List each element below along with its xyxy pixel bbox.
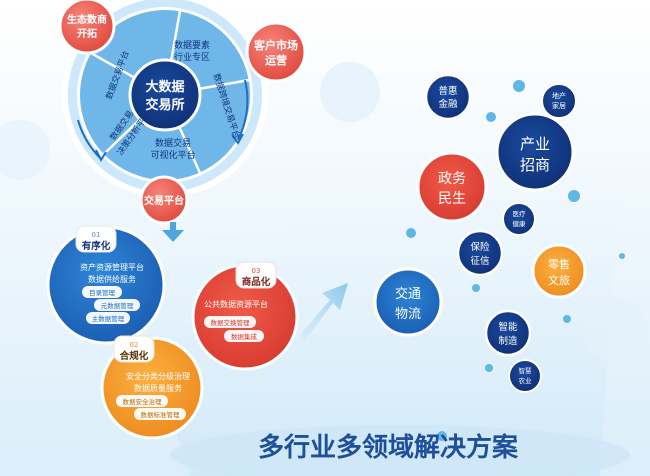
industry-label: 地产 — [552, 91, 566, 100]
panel-compliant: 02 合规化 安全分类分级治理 数据质量服务 数据安全治理 数据标准管理 — [100, 335, 204, 440]
deco-dot — [563, 315, 571, 323]
tag: 主数据管理 — [92, 314, 125, 323]
footer-glow — [170, 425, 630, 476]
deco-dot — [437, 431, 447, 441]
wheel-center-line1: 大数据 — [145, 79, 184, 95]
industry-bubble — [484, 309, 532, 357]
industry-label: 产业 — [520, 135, 550, 153]
industry-label: 制造 — [498, 335, 518, 347]
panel-commodity: 03 商品化 公共数据资源平台 数据交换管理 数据集成 — [191, 261, 299, 371]
deco-dot — [486, 112, 496, 122]
badge-market-line1: 客户市场 — [253, 38, 298, 52]
industry-label: 征信 — [470, 255, 489, 267]
segment-label: 行业专区 — [174, 51, 210, 63]
deco-dot — [619, 253, 625, 259]
panel-compliant-line2: 数据质量服务 — [134, 383, 182, 393]
badge-platform-label: 交易平台 — [144, 194, 184, 207]
industry-label: 招商 — [520, 156, 550, 174]
deco-dot — [472, 284, 480, 292]
tag: 数据安全治理 — [123, 397, 163, 406]
arrow-head-icon — [231, 133, 244, 145]
industry-bubble — [424, 73, 472, 121]
panel-commodity-line1: 公共数据资源平台 — [204, 299, 268, 309]
industry-bubble — [502, 202, 536, 236]
panel-commodity-title: 商品化 — [242, 276, 271, 288]
industry-label: 交通 — [395, 286, 421, 302]
segment-label: 数据交易 — [155, 137, 191, 149]
panel-ordered: 01 有序化 资产资源管理平台 数据供给服务 目录管理 元数据管理 主数据管理 — [46, 225, 166, 345]
badge-eco-line2: 开拓 — [77, 27, 97, 40]
segment-label: 可视化平台 — [150, 149, 195, 161]
panel-compliant-line1: 安全分类分级治理 — [126, 371, 190, 381]
industry-bubble — [541, 83, 577, 119]
badge-eco-line1: 生态数商 — [67, 13, 107, 26]
industry-bubble — [531, 243, 587, 299]
industry-label: 文旅 — [548, 273, 570, 287]
panel-ordered-line2: 数据供给服务 — [88, 274, 136, 284]
industry-label: 家居 — [552, 101, 566, 110]
panel-compliant-title: 合规化 — [120, 350, 149, 362]
industry-label: 医疗 — [513, 209, 527, 218]
tag: 数据交换管理 — [211, 318, 251, 327]
tag: 元数据管理 — [101, 301, 134, 310]
industry-label: 农业 — [519, 376, 533, 385]
tag: 数据集成 — [231, 332, 258, 341]
industry-bubble — [456, 229, 504, 277]
industry-bubble — [495, 112, 575, 192]
badge-eco: 生态数商 开拓 — [58, 0, 116, 55]
industry-label: 政务 — [438, 171, 466, 187]
industry-label: 普惠 — [438, 85, 457, 97]
industry-label: 零售 — [548, 257, 570, 271]
bg-bubble — [583, 298, 647, 362]
tag: 目录管理 — [89, 288, 116, 297]
industry-label: 智慧 — [519, 366, 533, 375]
data-exchange-wheel: 大数据 交易所 数据要素 行业专区 数据跨境交易平台 数据交易 可视化平台 数据… — [62, 0, 268, 198]
panel-commodity-num: 03 — [252, 267, 261, 275]
industry-bubbles: 普惠 金融 地产 家居 产业 招商 政务 民生 医疗 健康 保险 征信 零售 文… — [373, 73, 625, 441]
wheel-center — [128, 58, 202, 132]
deco-dot — [485, 364, 493, 372]
rotation-arrow-icon — [237, 79, 249, 141]
arrow-head-icon — [95, 149, 107, 163]
panel-ordered-title: 有序化 — [82, 240, 111, 252]
industry-label: 民生 — [438, 191, 466, 207]
deco-dot — [406, 228, 416, 238]
industry-label: 保险 — [470, 241, 490, 253]
wheel-center-line2: 交易所 — [145, 97, 184, 113]
growth-arrow-icon — [300, 283, 348, 340]
footer-title: 多行业多领域解决方案 — [258, 432, 519, 463]
bg-bubble — [0, 120, 50, 180]
badge-platform: 交易平台 — [139, 175, 189, 225]
panel-ordered-num: 01 — [92, 231, 101, 239]
down-arrow-icon — [162, 222, 184, 242]
industry-bubble — [416, 151, 488, 223]
deco-dot — [513, 80, 525, 92]
segment-label: 数据要素 — [174, 39, 210, 51]
industry-bubble — [373, 267, 443, 337]
industry-label: 智能 — [498, 321, 518, 333]
panel-compliant-num: 02 — [130, 341, 139, 349]
industry-label: 物流 — [395, 307, 421, 322]
badge-market-line2: 运营 — [265, 53, 287, 67]
industry-label: 健康 — [513, 219, 527, 228]
industry-label: 金融 — [438, 98, 458, 110]
panel-ordered-line1: 资产资源管理平台 — [80, 262, 144, 272]
bg-bubble — [320, 62, 380, 122]
industry-bubble — [508, 359, 542, 393]
tag: 数据标准管理 — [141, 410, 181, 419]
deco-dot — [568, 190, 580, 202]
badge-market: 客户市场 运营 — [245, 21, 307, 83]
